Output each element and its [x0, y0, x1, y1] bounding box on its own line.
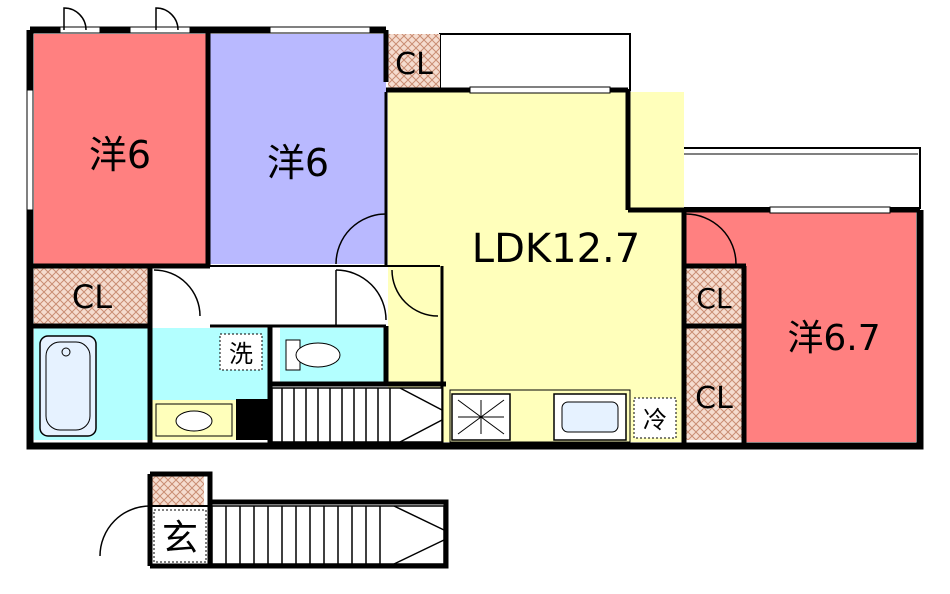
center-bedroom-area [210, 34, 386, 264]
center-bedroom-label: 洋6 [267, 141, 329, 185]
west-bedroom-label: 洋6 [89, 133, 151, 177]
closet-east-lower [686, 328, 742, 440]
ldk-label: LDK12.7 [472, 226, 640, 272]
fridge-box [633, 397, 677, 439]
entrance-label-box [153, 509, 207, 563]
east-bedroom-label: 洋6.7 [787, 318, 880, 359]
closet-east-upper-label: CL [696, 282, 732, 315]
east-bedroom-entry [686, 212, 746, 268]
closet-top [388, 34, 440, 90]
entrance-label: 玄 [162, 518, 198, 559]
kitchen-counter [449, 389, 631, 443]
closet-west-label: CL [72, 278, 112, 316]
stove-icon [451, 393, 511, 441]
closet-east-upper [686, 268, 742, 324]
entrance-walls [150, 471, 449, 569]
closet-east-lower-label: CL [695, 381, 733, 416]
kitchen-sink-icon [553, 393, 627, 441]
washer-label: 洗 [229, 340, 253, 368]
door-swings [63, 7, 737, 557]
staircase-upper [271, 387, 443, 443]
east-bedroom-area [744, 212, 916, 442]
closet-top-label: CL [395, 47, 433, 82]
bathtub-icon [39, 335, 97, 437]
toilet-icon [285, 339, 341, 371]
washer-box [219, 333, 263, 371]
sink-icon [155, 403, 233, 437]
fridge-label: 冷 [643, 406, 667, 434]
windows [26, 26, 891, 214]
pipe-shaft [236, 400, 268, 440]
west-bedroom-area [34, 34, 206, 264]
balcony-top [439, 33, 631, 91]
closet-west [34, 268, 148, 324]
closet-entrance [152, 476, 204, 506]
staircase-lower [211, 505, 445, 565]
